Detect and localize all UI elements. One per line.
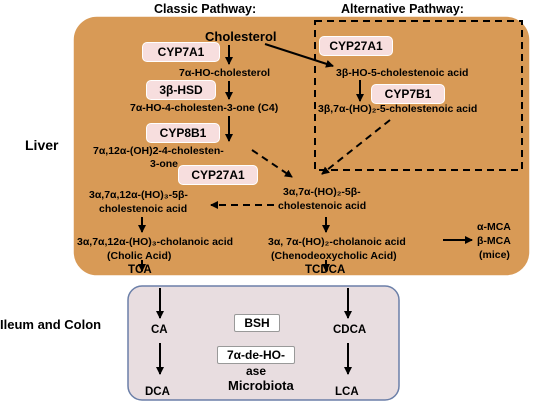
cholesterol: Cholesterol bbox=[205, 29, 277, 44]
ca: CA bbox=[151, 324, 168, 336]
hydroxycholesterol: 7α-HO-cholesterol bbox=[179, 67, 271, 79]
tca: TCA bbox=[128, 264, 152, 276]
liver-label: Liver bbox=[25, 137, 59, 153]
dihydroxy-cholestenone-line1: 7α,12α-(OH)2-4-cholesten- bbox=[93, 145, 224, 157]
dashed-arrow-alt-to-dihydroxy-acid bbox=[321, 119, 391, 175]
dihydroxy-acid-line2: cholestenoic acid bbox=[278, 200, 367, 212]
cdca: CDCA bbox=[333, 324, 367, 336]
dashed-arrow-cholestenone-to-dihydroxy-acid bbox=[251, 149, 293, 178]
dihydroxy-cholestenone-line2: 3-one bbox=[150, 158, 179, 170]
enzyme-7a-dehydroxylase: 7α-de-HO-ase bbox=[217, 346, 295, 378]
ileum-colon-label: Ileum and Colon bbox=[0, 317, 102, 332]
cdca-acid-line1: 3α, 7α-(HO)₂-cholanoic acid bbox=[268, 236, 406, 248]
trihydroxy-acid-line2: cholestenoic acid bbox=[99, 203, 188, 215]
alternative-pathway-header: Alternative Pathway: bbox=[341, 2, 464, 16]
alt-dihydroxy-cholestenoic-acid: 3β,7α-(HO)₂-5-cholestenoic acid bbox=[318, 103, 478, 115]
enzyme-cyp27a1-classic: CYP27A1 bbox=[178, 165, 258, 185]
arrow-cholesterol-to-alt1 bbox=[264, 43, 334, 68]
enzyme-cyp8b1: CYP8B1 bbox=[146, 123, 220, 143]
cholic-acid-line1: 3α,7α,12α-(HO)₃-cholanoic acid bbox=[77, 236, 234, 248]
enzyme-3b-hsd: 3β-HSD bbox=[146, 80, 216, 100]
mca-mice: (mice) bbox=[479, 249, 510, 261]
dihydroxy-acid-line1: 3α,7α-(HO)₂-5β- bbox=[283, 186, 361, 198]
c4: 7α-HO-4-cholesten-3-one (C4) bbox=[130, 102, 279, 114]
alternative-pathway-box bbox=[314, 20, 523, 171]
enzyme-cyp27a1-alt: CYP27A1 bbox=[319, 36, 393, 56]
mca-alpha: α-MCA bbox=[477, 221, 511, 233]
cdca-acid-line2: (Chenodeoxycholic Acid) bbox=[271, 250, 397, 262]
enzyme-cyp7b1: CYP7B1 bbox=[371, 84, 445, 104]
lca: LCA bbox=[335, 386, 359, 398]
microbiota-label: Microbiota bbox=[228, 378, 294, 393]
tcdca: TCDCA bbox=[305, 264, 346, 276]
classic-pathway-header: Classic Pathway: bbox=[154, 2, 257, 16]
enzyme-bsh: BSH bbox=[234, 314, 280, 332]
dca: DCA bbox=[145, 386, 170, 398]
cholic-acid-line2: (Cholic Acid) bbox=[107, 250, 172, 262]
alt-cholestenoic-acid: 3β-HO-5-cholestenoic acid bbox=[336, 67, 469, 79]
microbiota-compartment bbox=[127, 285, 400, 401]
trihydroxy-acid-line1: 3α,7α,12α-(HO)₃-5β- bbox=[89, 189, 188, 201]
mca-beta: β-MCA bbox=[477, 235, 511, 247]
enzyme-cyp7a1: CYP7A1 bbox=[142, 42, 220, 62]
